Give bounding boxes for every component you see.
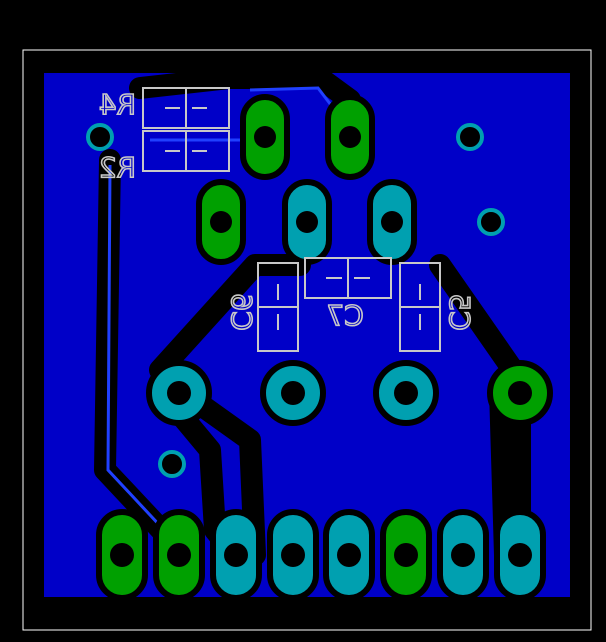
via-1 xyxy=(86,123,114,151)
connector-drill-4 xyxy=(281,543,305,567)
connector-drill-2 xyxy=(167,543,191,567)
connector-drill-8 xyxy=(508,543,532,567)
connector-drill-6 xyxy=(394,543,418,567)
trace-clearance-top-arc xyxy=(129,67,361,111)
via-4 xyxy=(158,450,186,478)
silkscreen-outlines xyxy=(142,87,441,352)
blue-trace-2 xyxy=(106,164,180,547)
label-c5: C5 xyxy=(443,293,476,330)
connector-drill-1 xyxy=(110,543,134,567)
drill-round-1 xyxy=(167,381,191,405)
pad-group-top xyxy=(240,94,375,180)
drill-mid-3 xyxy=(381,211,403,233)
drill-round-4 xyxy=(508,381,532,405)
pad-group-round xyxy=(146,360,553,426)
vias xyxy=(86,123,505,478)
drill-mid-2 xyxy=(296,211,318,233)
pad-group-mid xyxy=(196,179,417,265)
drill-top-2 xyxy=(339,126,361,148)
drill-round-3 xyxy=(394,381,418,405)
label-c7: C7 xyxy=(326,299,363,332)
connector-drill-5 xyxy=(337,543,361,567)
drill-mid-1 xyxy=(210,211,232,233)
connector-drill-7 xyxy=(451,543,475,567)
drill-top-1 xyxy=(254,126,276,148)
label-r2: R2 xyxy=(99,151,136,184)
silkscreen-labels: R4 R2 C6 C7 C5 xyxy=(98,87,477,333)
via-2 xyxy=(456,123,484,151)
board-outline xyxy=(22,49,592,631)
drill-round-2 xyxy=(281,381,305,405)
label-c6: C6 xyxy=(225,293,258,330)
connector-pads xyxy=(96,509,546,601)
label-r4: R4 xyxy=(99,88,136,121)
via-3 xyxy=(477,208,505,236)
connector-drill-3 xyxy=(224,543,248,567)
trace-clearance-diag-left xyxy=(149,254,311,381)
